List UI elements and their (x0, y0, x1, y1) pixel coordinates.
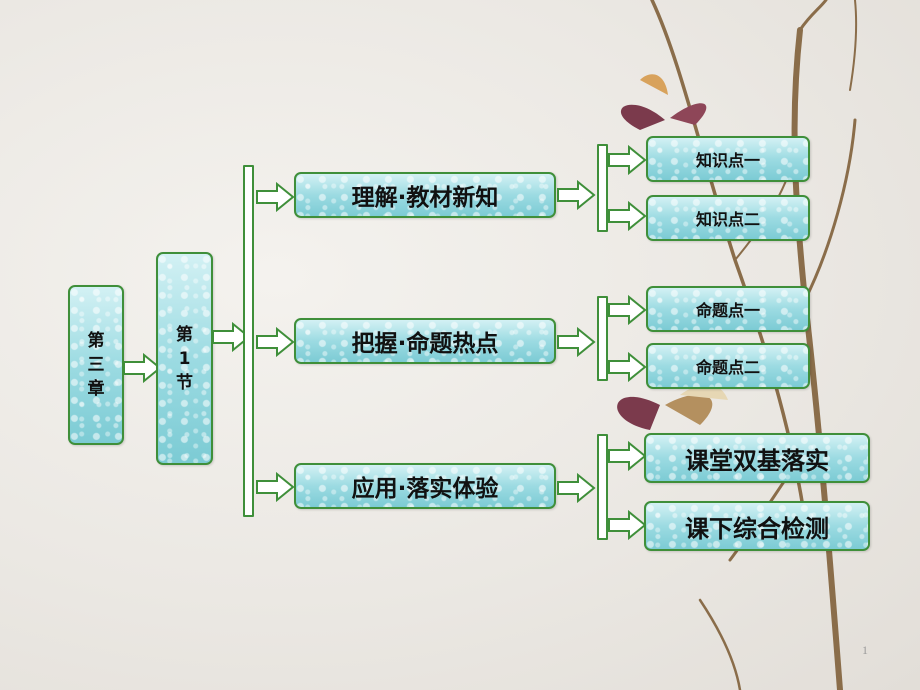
chapter-char-2: 三 (87, 355, 105, 375)
leaf-box-6[interactable]: 课下综合检测 (644, 501, 870, 551)
leaf-label-4: 命题点二 (695, 358, 760, 377)
main-bracket-bar (243, 165, 254, 517)
arrow-to-leaf-2 (608, 201, 647, 231)
leaf-label-2: 知识点二 (695, 210, 760, 229)
arrow-to-leaf-5 (608, 441, 647, 471)
section-3-label: 应用·落实体验 (351, 476, 499, 502)
arrow-to-leaf-3 (608, 295, 647, 325)
leaf-box-3[interactable]: 命题点一 (646, 286, 810, 332)
leaf-label-6: 课下综合检测 (685, 514, 829, 543)
arrow-chapter-to-section (123, 353, 162, 383)
section-2-label: 把握·命题热点 (351, 331, 499, 357)
section-1-label: 理解·教材新知 (351, 185, 499, 211)
leaf-label-5: 课堂双基落实 (685, 446, 829, 475)
arrow-to-leaf-1 (608, 145, 647, 175)
chapter-box: 第 三 章 (68, 285, 124, 445)
leaf-box-5[interactable]: 课堂双基落实 (644, 433, 870, 483)
leaf-box-4[interactable]: 命题点二 (646, 343, 810, 389)
leaf-box-1[interactable]: 知识点一 (646, 136, 810, 182)
butterfly-top (620, 74, 707, 130)
butterfly-bottom (617, 384, 728, 430)
section-char-1: 第 (176, 324, 193, 345)
arrow-to-leaf-6 (608, 510, 647, 540)
arrow-section-1-to-bar (557, 180, 596, 210)
sub-bar-1 (597, 144, 608, 232)
leaf-box-2[interactable]: 知识点二 (646, 195, 810, 241)
section-2-box[interactable]: 把握·命题热点 (294, 318, 556, 364)
chapter-char-1: 第 (87, 331, 105, 351)
chapter-char-3: 章 (87, 379, 105, 399)
arrow-section-2-to-bar (557, 327, 596, 357)
section-1-box[interactable]: 理解·教材新知 (294, 172, 556, 218)
arrow-section-3-to-bar (557, 473, 596, 503)
section-char-2: 1 (178, 348, 191, 369)
arrow-to-section-2 (256, 327, 295, 357)
section-box[interactable]: 第 1 节 (156, 252, 213, 465)
sub-bar-3 (597, 434, 608, 540)
section-3-box[interactable]: 应用·落实体验 (294, 463, 556, 509)
section-char-3: 节 (176, 372, 193, 393)
leaf-label-3: 命题点一 (695, 301, 760, 320)
arrow-to-section-1 (256, 182, 295, 212)
page-number: 1 (862, 643, 868, 657)
sub-bar-2 (597, 296, 608, 381)
arrow-to-leaf-4 (608, 352, 647, 382)
arrow-section-to-bar (212, 322, 251, 352)
arrow-to-section-3 (256, 472, 295, 502)
leaf-label-1: 知识点一 (695, 151, 760, 170)
